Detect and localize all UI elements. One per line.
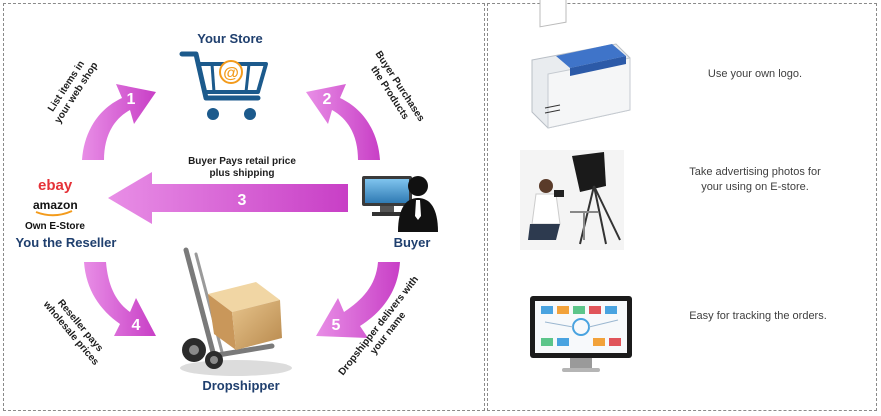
own-estore-label: Own E-Store bbox=[25, 221, 85, 232]
features-panel bbox=[487, 3, 877, 411]
buyer-computer-icon bbox=[362, 176, 412, 216]
step-1-label: List items in your web shop bbox=[46, 59, 100, 126]
feature-order-tracking: Easy for tracking the orders. bbox=[689, 310, 827, 322]
step-1-arrow: 1 bbox=[82, 84, 156, 160]
reseller-title: You the Reseller bbox=[16, 235, 117, 250]
ebay-logo: ebay bbox=[38, 177, 73, 194]
step-2-label: Buyer Purchases the Products bbox=[368, 49, 426, 124]
svg-text:ebay: ebay bbox=[38, 177, 73, 194]
step-2-arrow: 2 bbox=[306, 84, 380, 160]
feature-own-logo: Use your own logo. bbox=[707, 68, 803, 80]
hand-truck-box-icon bbox=[180, 247, 292, 376]
step-3-arrow: 3 bbox=[108, 172, 348, 224]
step-4-number: 4 bbox=[132, 317, 141, 334]
dropshipper-title: Dropshipper bbox=[202, 378, 279, 393]
amazon-logo: amazon bbox=[33, 198, 78, 212]
step-4-arrow: 4 bbox=[84, 262, 156, 336]
photo-studio-icon bbox=[520, 150, 624, 250]
label-printer-icon bbox=[531, 0, 631, 129]
step-3-label-line2: plus shipping bbox=[210, 168, 275, 179]
step-3-label-line1: Buyer Pays retail price bbox=[188, 156, 296, 167]
store-title: Your Store bbox=[197, 31, 263, 46]
step-5-number: 5 bbox=[332, 317, 341, 334]
shopping-cart-icon: @ bbox=[179, 51, 268, 120]
buyer-person-icon bbox=[398, 176, 438, 232]
feature-advertising-photos: Take advertising photos for your using o… bbox=[689, 166, 821, 193]
monitor-dashboard-icon bbox=[530, 296, 632, 372]
buyer-title: Buyer bbox=[394, 235, 431, 250]
svg-text:@: @ bbox=[223, 65, 239, 82]
step-1-number: 1 bbox=[127, 91, 136, 108]
step-3-number: 3 bbox=[238, 192, 247, 209]
step-5-arrow: 5 bbox=[316, 262, 400, 338]
step-2-number: 2 bbox=[323, 91, 332, 108]
flow-panel bbox=[3, 3, 485, 411]
amazon-smile-icon bbox=[35, 210, 73, 217]
